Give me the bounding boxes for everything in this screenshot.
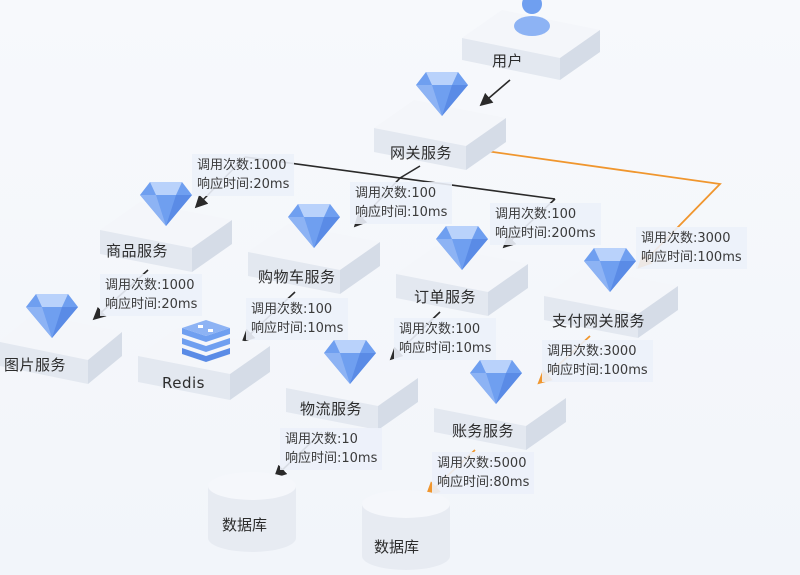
stat-billing: 调用次数:3000 响应时间:100ms xyxy=(542,340,653,382)
gateway-label: 网关服务 xyxy=(390,144,453,162)
stat-db1: 调用次数:10 响应时间:10ms xyxy=(280,428,383,470)
stat-image: 调用次数:1000 响应时间:20ms xyxy=(100,274,203,316)
stat-cart: 调用次数:100 响应时间:10ms xyxy=(350,182,453,224)
logistics-block xyxy=(286,360,418,430)
stat-calls: 调用次数:100 xyxy=(495,207,577,222)
order-node[interactable]: 订单服务 xyxy=(396,222,528,322)
stat-calls: 调用次数:100 xyxy=(251,302,333,317)
database-cylinder-icon xyxy=(208,472,296,552)
stat-order: 调用次数:100 响应时间:200ms xyxy=(490,203,601,245)
diamond-gem-icon xyxy=(288,204,340,248)
cart-label: 购物车服务 xyxy=(258,268,336,286)
stat-calls: 调用次数:100 xyxy=(355,186,437,201)
db2-node[interactable]: 数据库 xyxy=(360,488,452,574)
image-node[interactable]: 图片服务 xyxy=(0,290,122,390)
stat-response: 响应时间:10ms xyxy=(251,321,344,336)
billing-block xyxy=(434,380,566,450)
order-label: 订单服务 xyxy=(414,288,477,306)
redis-label: Redis xyxy=(162,374,205,392)
stat-response: 响应时间:20ms xyxy=(197,177,290,192)
user-node[interactable]: 用户 xyxy=(462,0,600,90)
paygw-label: 支付网关服务 xyxy=(552,312,646,330)
logistics-label: 物流服务 xyxy=(300,400,363,418)
gateway-node[interactable]: 网关服务 xyxy=(374,70,506,180)
diamond-gem-icon xyxy=(26,294,78,338)
product-label: 商品服务 xyxy=(106,242,169,260)
database-cylinder-icon xyxy=(362,490,450,570)
image-block xyxy=(0,314,122,384)
user-label: 用户 xyxy=(492,52,524,70)
billing-node[interactable]: 账务服务 xyxy=(434,356,566,456)
gateway-block xyxy=(374,100,506,170)
stat-calls: 调用次数:3000 xyxy=(641,231,731,246)
stat-response: 响应时间:80ms xyxy=(437,475,530,490)
stat-calls: 调用次数:3000 xyxy=(547,344,637,359)
stat-logistics: 调用次数:100 响应时间:10ms xyxy=(394,318,497,360)
stat-calls: 调用次数:1000 xyxy=(105,278,195,293)
redis-node[interactable]: Redis xyxy=(138,316,270,412)
diamond-gem-icon xyxy=(436,226,488,270)
edge-user-gateway xyxy=(479,79,511,107)
stat-db2: 调用次数:5000 响应时间:80ms xyxy=(432,452,535,494)
stat-paygw: 调用次数:3000 响应时间:100ms xyxy=(636,227,747,269)
stat-response: 响应时间:10ms xyxy=(355,205,448,220)
stat-calls: 调用次数:100 xyxy=(399,322,481,337)
stat-calls: 调用次数:10 xyxy=(285,432,358,447)
diamond-gem-icon xyxy=(324,340,376,384)
cart-node[interactable]: 购物车服务 xyxy=(248,200,380,300)
db2-label: 数据库 xyxy=(374,538,420,556)
db1-label: 数据库 xyxy=(222,516,268,534)
stat-response: 响应时间:20ms xyxy=(105,297,198,312)
diamond-gem-icon xyxy=(416,72,468,116)
stat-response: 响应时间:10ms xyxy=(285,451,378,466)
redis-stack-icon xyxy=(182,320,230,362)
image-label: 图片服务 xyxy=(4,356,67,374)
stat-product: 调用次数:1000 响应时间:20ms xyxy=(192,154,295,196)
paygw-node[interactable]: 支付网关服务 xyxy=(544,244,678,344)
stat-response: 响应时间:100ms xyxy=(547,363,648,378)
diamond-gem-icon xyxy=(584,248,636,292)
billing-label: 账务服务 xyxy=(452,422,515,440)
stat-response: 响应时间:100ms xyxy=(641,250,742,265)
stat-calls: 调用次数:1000 xyxy=(197,158,287,173)
db1-node[interactable]: 数据库 xyxy=(206,470,298,556)
logistics-node[interactable]: 物流服务 xyxy=(286,336,418,436)
stat-response: 响应时间:200ms xyxy=(495,226,596,241)
diamond-gem-icon xyxy=(140,182,192,226)
diamond-gem-icon xyxy=(470,360,522,404)
paygw-block xyxy=(544,268,678,338)
product-node[interactable]: 商品服务 xyxy=(100,178,232,278)
user-avatar-icon xyxy=(514,0,550,36)
stat-redis: 调用次数:100 响应时间:10ms xyxy=(246,298,349,340)
stat-response: 响应时间:10ms xyxy=(399,341,492,356)
edge-gateway-bus xyxy=(399,165,421,179)
stat-calls: 调用次数:5000 xyxy=(437,456,527,471)
